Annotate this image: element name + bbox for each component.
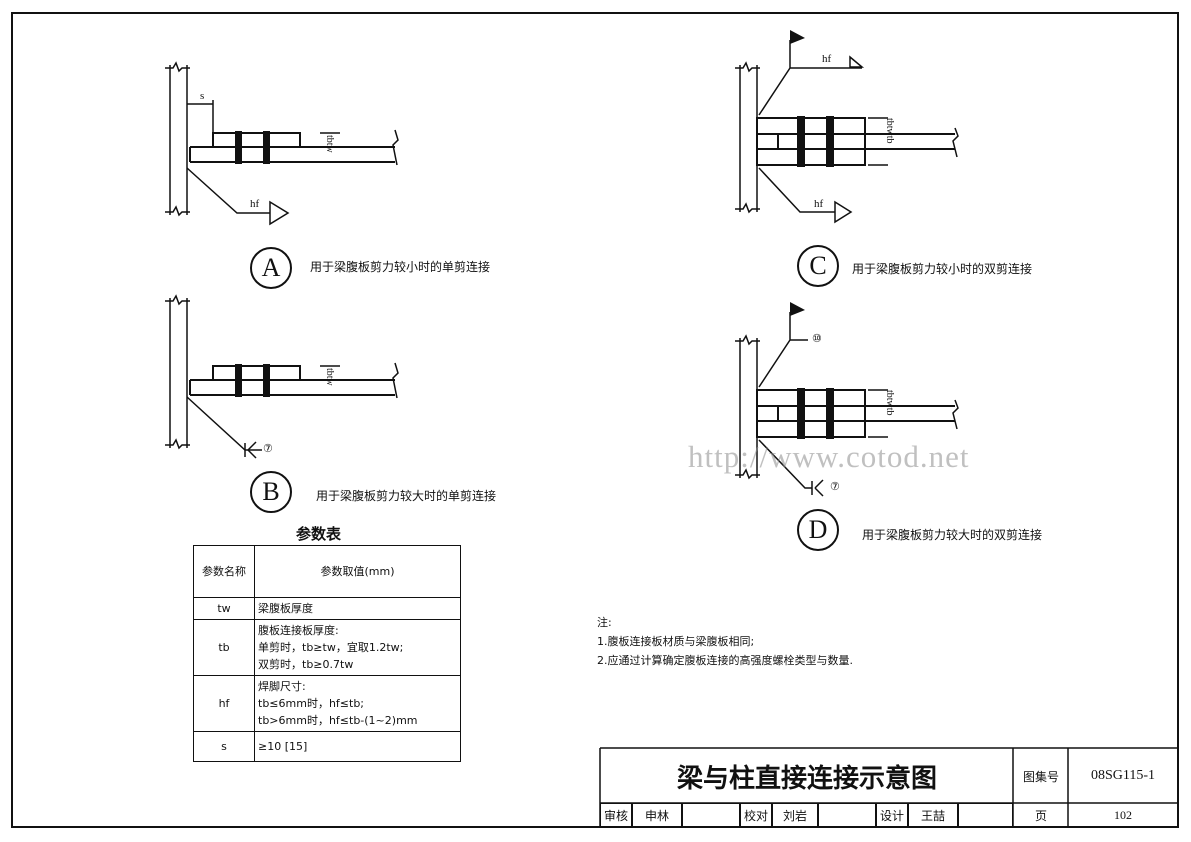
signature-row: 审核 申林 校对 刘岩 设计 王喆 (600, 803, 1013, 827)
detail-c-marker: C (797, 245, 839, 287)
detail-d-weld-ref-top: ⑩ (812, 333, 822, 345)
designer-name: 王喆 (908, 803, 958, 827)
atlas-number: 08SG115-1 (1090, 768, 1156, 783)
design-label: 设计 (876, 803, 908, 827)
param-value: 腹板连接板厚度: 单剪时，tb≥tw，宜取1.2tw; 双剪时，tb≥0.7tw (254, 619, 461, 676)
review-label: 审核 (600, 803, 632, 827)
detail-b-dim-label: tbtw (324, 368, 335, 386)
value-line: 单剪时，tb≥tw，宜取1.2tw; (258, 641, 404, 654)
param-name: tw (193, 597, 255, 620)
param-name: hf (193, 675, 255, 732)
atlas-label: 图集号 (1022, 769, 1059, 784)
page-label: 页 (1034, 808, 1047, 823)
detail-b-drawing (165, 294, 399, 459)
detail-d-dim-label: tbtwtb (884, 390, 895, 416)
detail-a-caption: 用于梁腹板剪力较小时的单剪连接 (310, 260, 491, 274)
reviewer-signature (682, 803, 740, 827)
detail-a-drawing (165, 61, 399, 226)
param-value: 焊脚尺寸: tb≤6mm时，hf≤tb; tb>6mm时，hf≤tb-(1~2)mm (254, 675, 461, 732)
param-name: s (193, 731, 255, 762)
detail-c-hf-bottom-label: hf (814, 198, 824, 210)
detail-c-dim-label: tbtwtb (884, 118, 895, 144)
detail-c-hf-top-label: hf (822, 53, 832, 65)
page-number: 102 (1114, 807, 1132, 822)
detail-a-s-label: s (200, 90, 205, 102)
header-value: 参数取值(mm) (254, 545, 461, 598)
header-name: 参数名称 (193, 545, 255, 598)
detail-b-caption: 用于梁腹板剪力较大时的单剪连接 (316, 489, 497, 503)
value-line: 腹板连接板厚度: (258, 624, 339, 637)
param-value: ≥10 [15] (254, 731, 461, 762)
detail-d-weld-ref-bottom: ⑦ (830, 481, 840, 493)
table-row: s≥10 [15] (193, 731, 461, 762)
detail-b-marker: B (250, 471, 292, 513)
value-line: 梁腹板厚度 (258, 602, 313, 615)
value-line: 焊脚尺寸: (258, 680, 306, 693)
check-label: 校对 (740, 803, 772, 827)
table-title: 参数表 (296, 525, 342, 543)
detail-c-caption: 用于梁腹板剪力较小时的双剪连接 (852, 262, 1033, 276)
reviewer-name: 申林 (632, 803, 682, 827)
detail-a-marker: A (250, 247, 292, 289)
notes: 注: 1.腹板连接板材质与梁腹板相同; 2.应通过计算确定腹板连接的高强度螺栓类… (597, 613, 853, 670)
detail-d-drawing (735, 312, 959, 497)
designer-signature (958, 803, 1013, 827)
value-line: tb>6mm时，hf≤tb-(1~2)mm (258, 714, 418, 727)
value-line: tb≤6mm时，hf≤tb; (258, 697, 365, 710)
watermark: http://www.cotod.net (688, 439, 970, 474)
checker-signature (818, 803, 876, 827)
drawing-title: 梁与柱直接连接示意图 (676, 763, 937, 794)
detail-c-drawing (735, 40, 959, 224)
checker-name: 刘岩 (772, 803, 818, 827)
note-item: 2.应通过计算确定腹板连接的高强度螺栓类型与数量. (597, 654, 853, 667)
note-item: 1.腹板连接板材质与梁腹板相同; (597, 635, 755, 648)
value-line: ≥10 [15] (258, 740, 308, 753)
detail-a-dim-label: tbtw (324, 135, 335, 153)
detail-d-caption: 用于梁腹板剪力较大时的双剪连接 (862, 528, 1043, 542)
detail-a-hf-label: hf (250, 198, 260, 210)
value-line: 双剪时，tb≥0.7tw (258, 658, 354, 671)
param-name: tb (193, 619, 255, 676)
detail-d-marker: D (797, 509, 839, 551)
param-value: 梁腹板厚度 (254, 597, 461, 620)
notes-heading: 注: (597, 616, 612, 629)
detail-b-weld-ref: ⑦ (263, 443, 273, 455)
